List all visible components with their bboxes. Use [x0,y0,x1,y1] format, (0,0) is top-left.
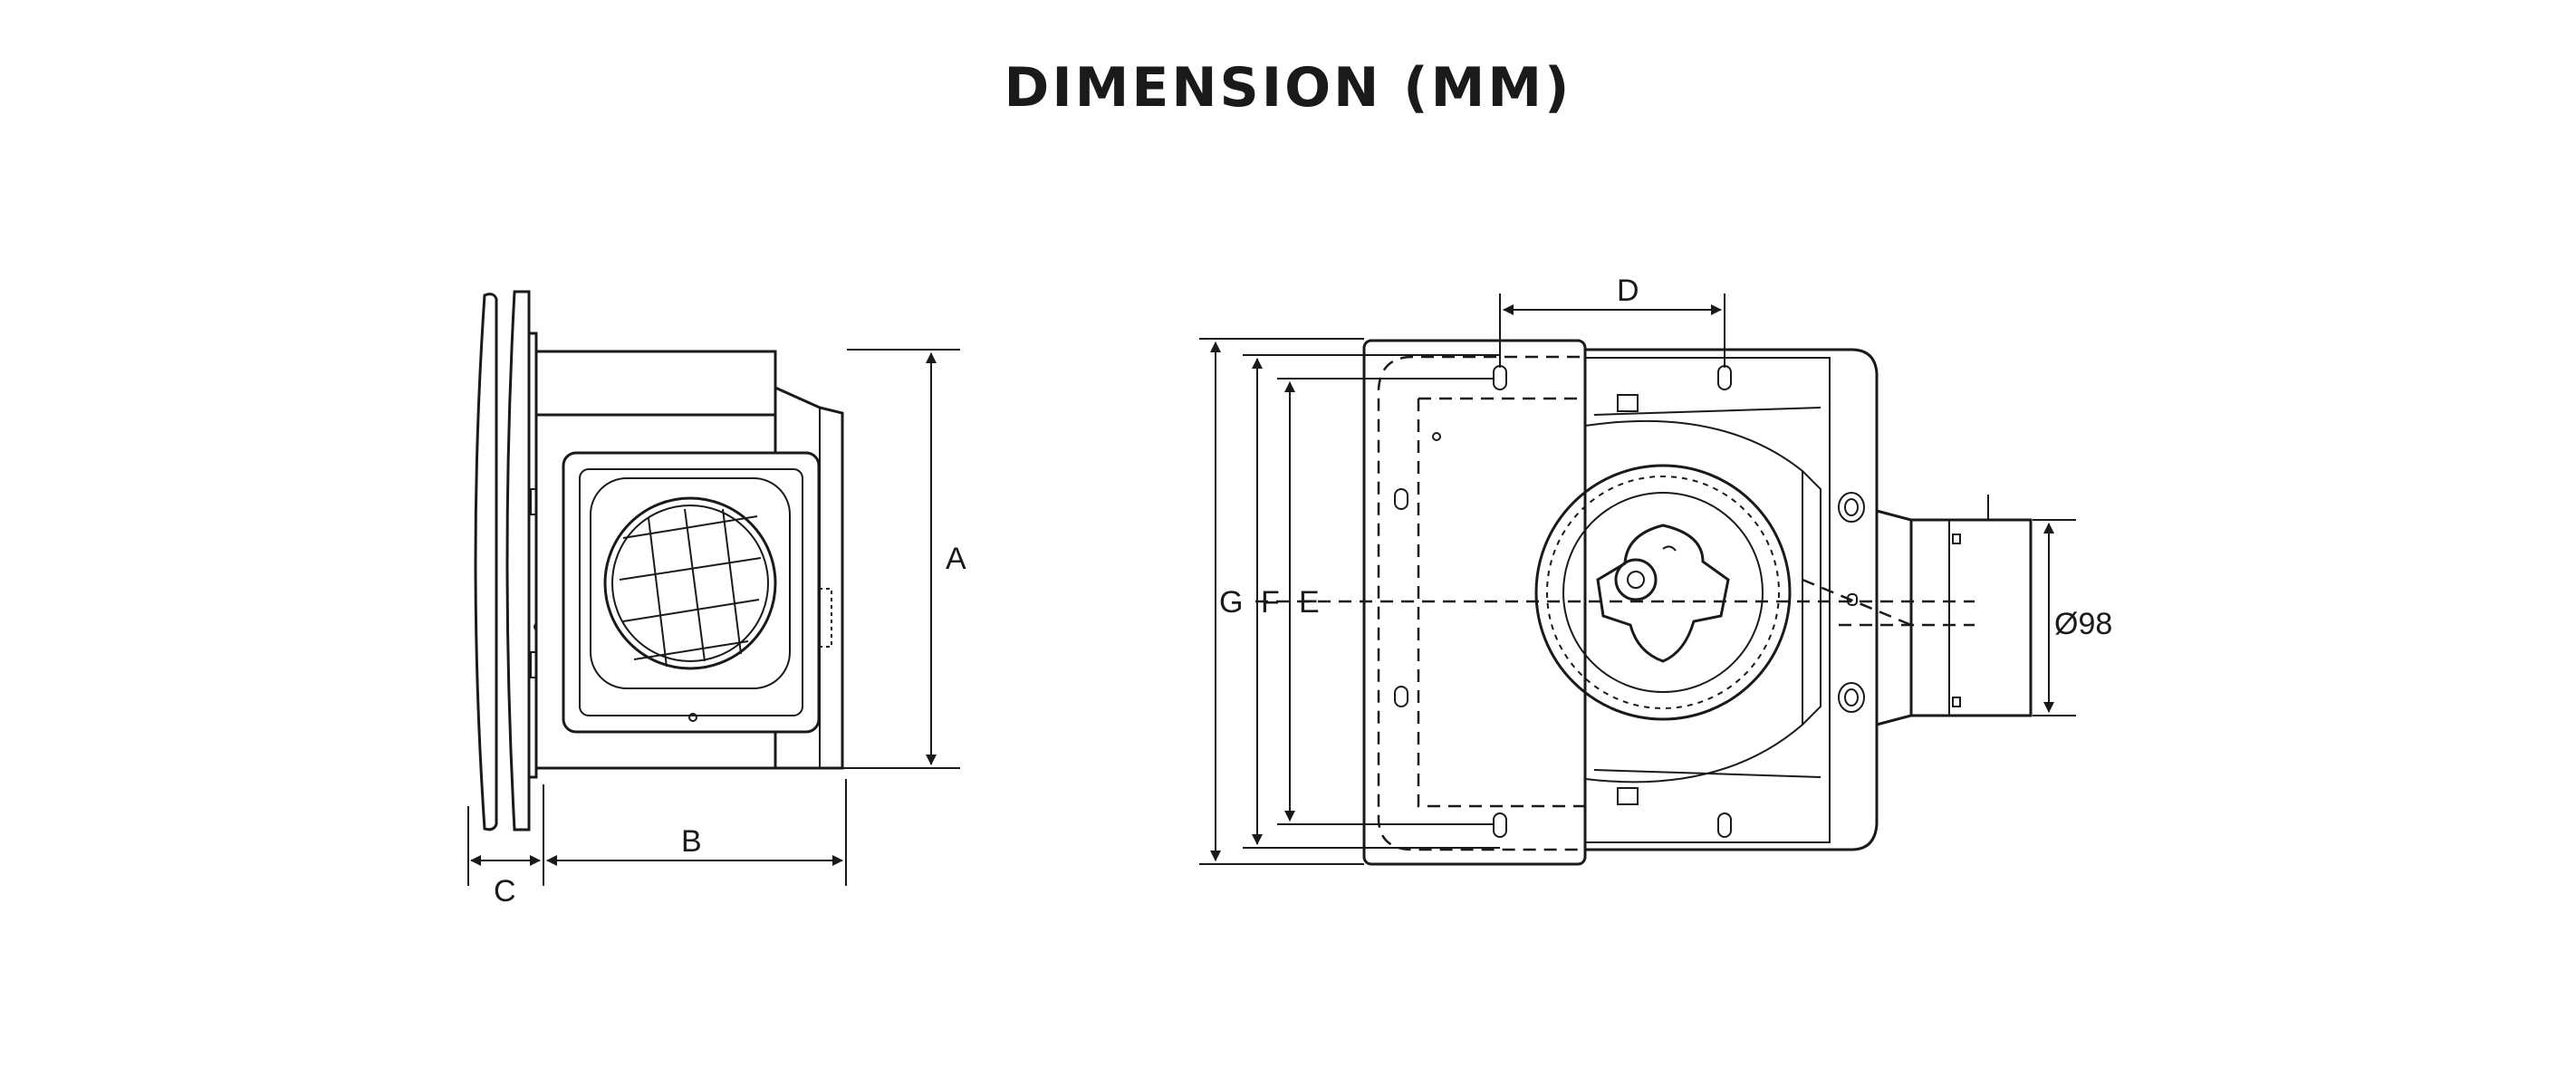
fan-wheel-outer [1534,464,1792,721]
label-diameter: Ø98 [2054,607,2112,641]
top-view [1255,339,2033,866]
housing-top [534,350,777,417]
housing-ports [1838,492,1865,713]
duct-circle [603,496,777,670]
page-title: DIMENSION (MM) [1004,56,1572,120]
label-a: A [946,542,966,576]
front-cover-edge [474,293,498,831]
dimension-diameter: Ø98 [2033,519,2112,716]
label-f: F [1261,585,1280,620]
dimension-d: D [1499,274,1725,368]
dimension-e: E [1277,378,1495,825]
duct-transition [1875,509,1913,726]
dimension-f: F [1243,354,1500,849]
dimension-g: G [1199,338,1364,865]
label-e: E [1299,585,1320,620]
fan-hub [1614,558,1658,601]
dimension-c: C [467,806,541,908]
backdraft-flap [619,508,762,668]
side-view [474,290,844,831]
front-cover [505,290,531,831]
label-b: B [681,824,702,859]
duct-outlet [1909,518,2033,717]
dimension-b: B [543,779,847,886]
label-d: D [1617,274,1639,308]
dimension-a: A [822,349,966,769]
label-g: G [1219,585,1243,620]
label-c: C [494,874,516,908]
duct-panel [562,451,821,734]
